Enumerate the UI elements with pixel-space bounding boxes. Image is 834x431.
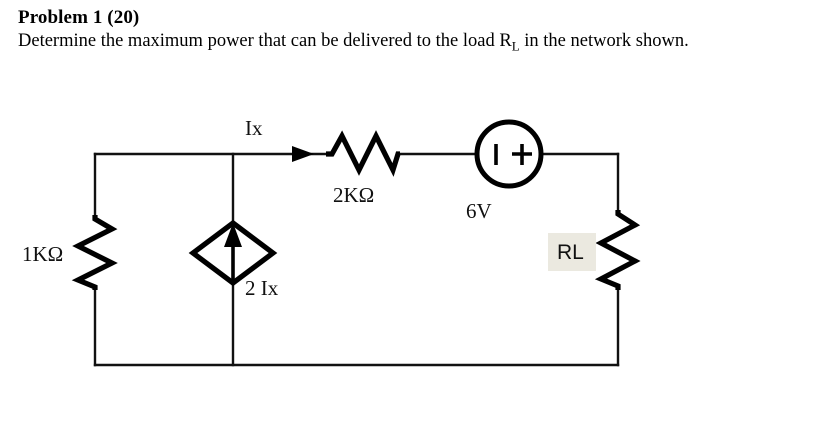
- statement-text-part-2: in the network shown.: [519, 31, 689, 51]
- statement-text-part-1: Determine the maximum power that can be …: [18, 31, 512, 51]
- circuit-schematic: 1KΩ 2 Ix Ix 2KΩ 6V: [22, 116, 641, 367]
- load-resistor-rl: [594, 210, 641, 290]
- ix-arrow-head: [292, 146, 314, 162]
- current-source-arrow-head: [224, 223, 242, 247]
- load-resistor-zigzag: [594, 210, 641, 290]
- resistor-1k: [71, 215, 118, 290]
- mesh-current-ix: [292, 146, 314, 162]
- statement-subscript-L: L: [511, 38, 520, 54]
- circuit-diagram: 1KΩ 2 Ix Ix 2KΩ 6V: [0, 95, 834, 425]
- resistor-2k: [326, 130, 401, 177]
- page-title: Problem 1 (20): [18, 7, 140, 28]
- voltage-source-circle: [474, 119, 544, 189]
- voltage-source-6v: [474, 119, 544, 189]
- problem-header: Problem 1 (20) Determine the maximum pow…: [18, 6, 818, 53]
- resistor-1k-label: 1KΩ: [22, 242, 63, 266]
- voltage-source-label: 6V: [466, 199, 492, 223]
- dependent-current-source: [188, 219, 278, 287]
- mesh-current-label: Ix: [245, 116, 263, 140]
- resistor-2k-zigzag: [326, 130, 401, 177]
- dependent-source-label: 2 Ix: [245, 276, 279, 300]
- resistor-2k-label: 2KΩ: [333, 183, 374, 207]
- current-source-diamond: [188, 219, 278, 287]
- rl-label-highlight: [548, 233, 596, 271]
- load-resistor-label: RL: [557, 241, 584, 264]
- problem-statement: Determine the maximum power that can be …: [18, 30, 808, 53]
- resistor-1k-zigzag: [71, 215, 118, 290]
